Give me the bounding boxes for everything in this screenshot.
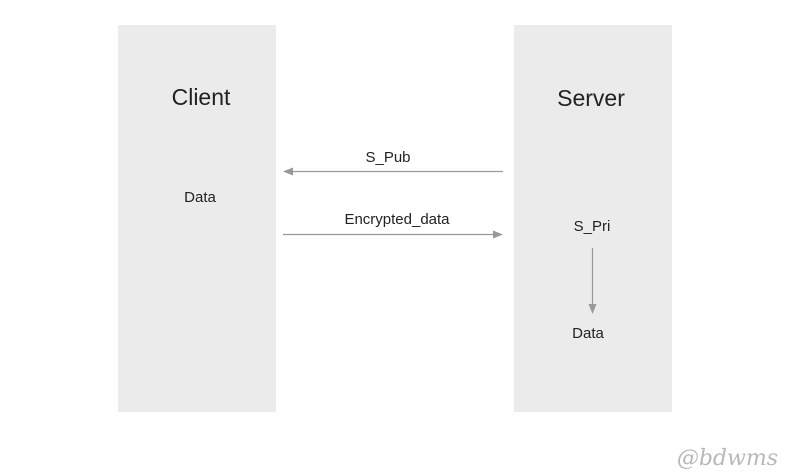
s-pri-label: S_Pri: [573, 218, 611, 235]
server-title: Server: [557, 85, 625, 111]
s-pub-label: S_Pub: [365, 149, 411, 166]
watermark: @bdwms: [676, 446, 778, 471]
server-data-label: Data: [572, 325, 604, 342]
encrypted-data-label: Encrypted_data: [344, 211, 450, 228]
encrypted-data-arrow: [283, 230, 503, 239]
client-panel: [118, 25, 276, 412]
client-data-label: Data: [184, 189, 216, 206]
server-panel: [514, 25, 672, 412]
client-title: Client: [171, 84, 231, 110]
s-pub-arrow: [283, 167, 503, 176]
